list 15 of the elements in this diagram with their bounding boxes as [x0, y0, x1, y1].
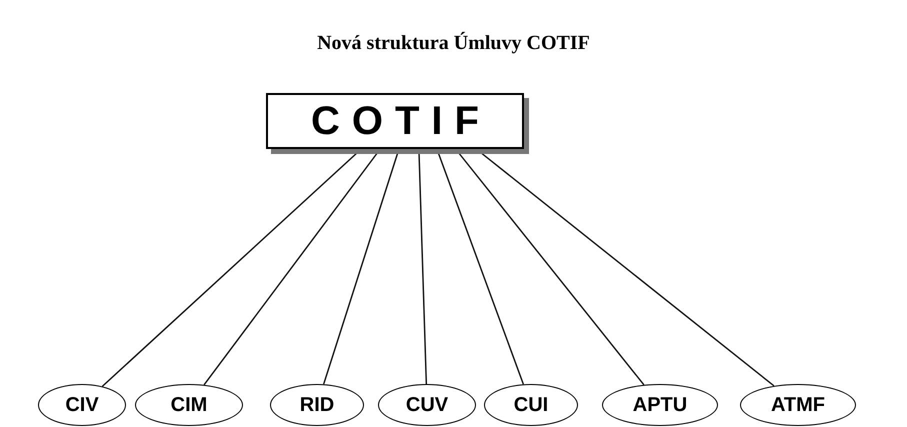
ellipse-node: ATMF: [740, 384, 856, 426]
connector-line: [102, 151, 358, 387]
connector-line: [204, 152, 379, 386]
connector-line: [457, 152, 644, 386]
connector-line: [437, 152, 524, 385]
ellipse-node: APTU: [602, 384, 718, 426]
connector-line: [322, 152, 399, 384]
ellipse-node: CIV: [38, 384, 126, 426]
ellipse-node: RID: [270, 384, 364, 426]
ellipse-node: CUI: [484, 384, 578, 426]
connector-line: [418, 152, 428, 384]
ellipse-node: CIM: [135, 384, 243, 426]
diagram-title: Nová struktura Úmluvy COTIF: [317, 30, 590, 56]
ellipse-node: CUV: [378, 384, 476, 426]
connector-line: [480, 151, 774, 386]
